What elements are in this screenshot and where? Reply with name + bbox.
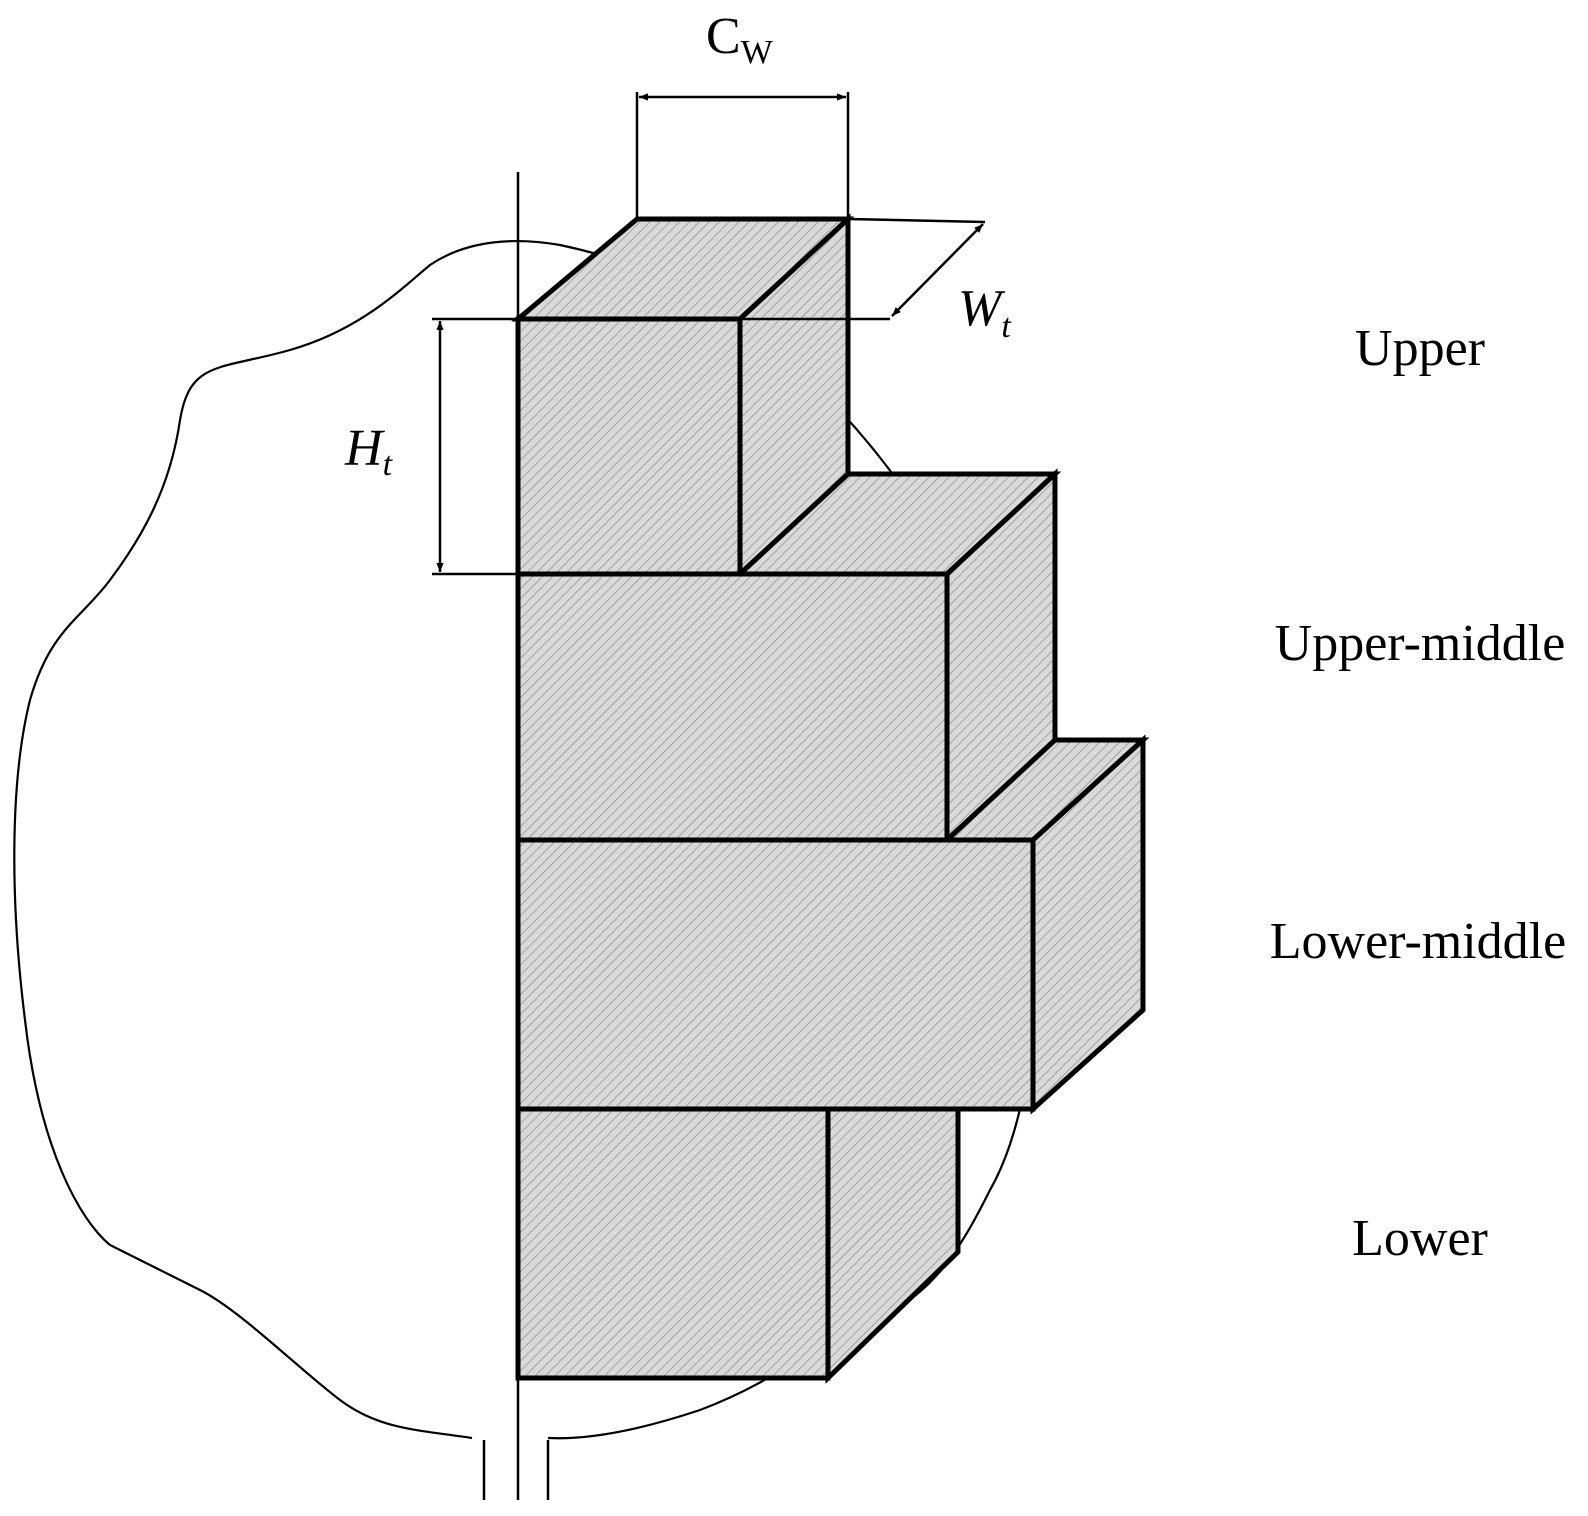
lower-block-side-face [825,1106,961,1384]
wt-dimension-arrow [891,223,984,317]
irregular-outline [13,239,1042,1440]
lower-middle-block-front-face [515,837,1036,1112]
cw-label: CW [706,8,774,71]
lower-middle-block [515,734,1150,1115]
lower-block [515,1106,961,1384]
ht-label: Ht [344,420,394,483]
wt-label: Wt [958,280,1012,345]
zone-label-lower-middle: Lower-middle [1270,913,1566,970]
upper-block [511,213,855,580]
ht-dimension: Ht [344,317,518,576]
upper-block-front-face [515,316,743,577]
zone-label-lower: Lower [1352,1210,1488,1267]
wt-extension-top [847,217,986,224]
lower-block-front-face [515,1106,831,1381]
upper-middle-block-front-face [515,571,950,843]
zone-label-upper-middle: Upper-middle [1275,615,1566,672]
cw-dimension: CW [635,8,850,219]
wt-dimension: Wt [740,217,1012,345]
zone-label-upper: Upper [1355,320,1485,377]
